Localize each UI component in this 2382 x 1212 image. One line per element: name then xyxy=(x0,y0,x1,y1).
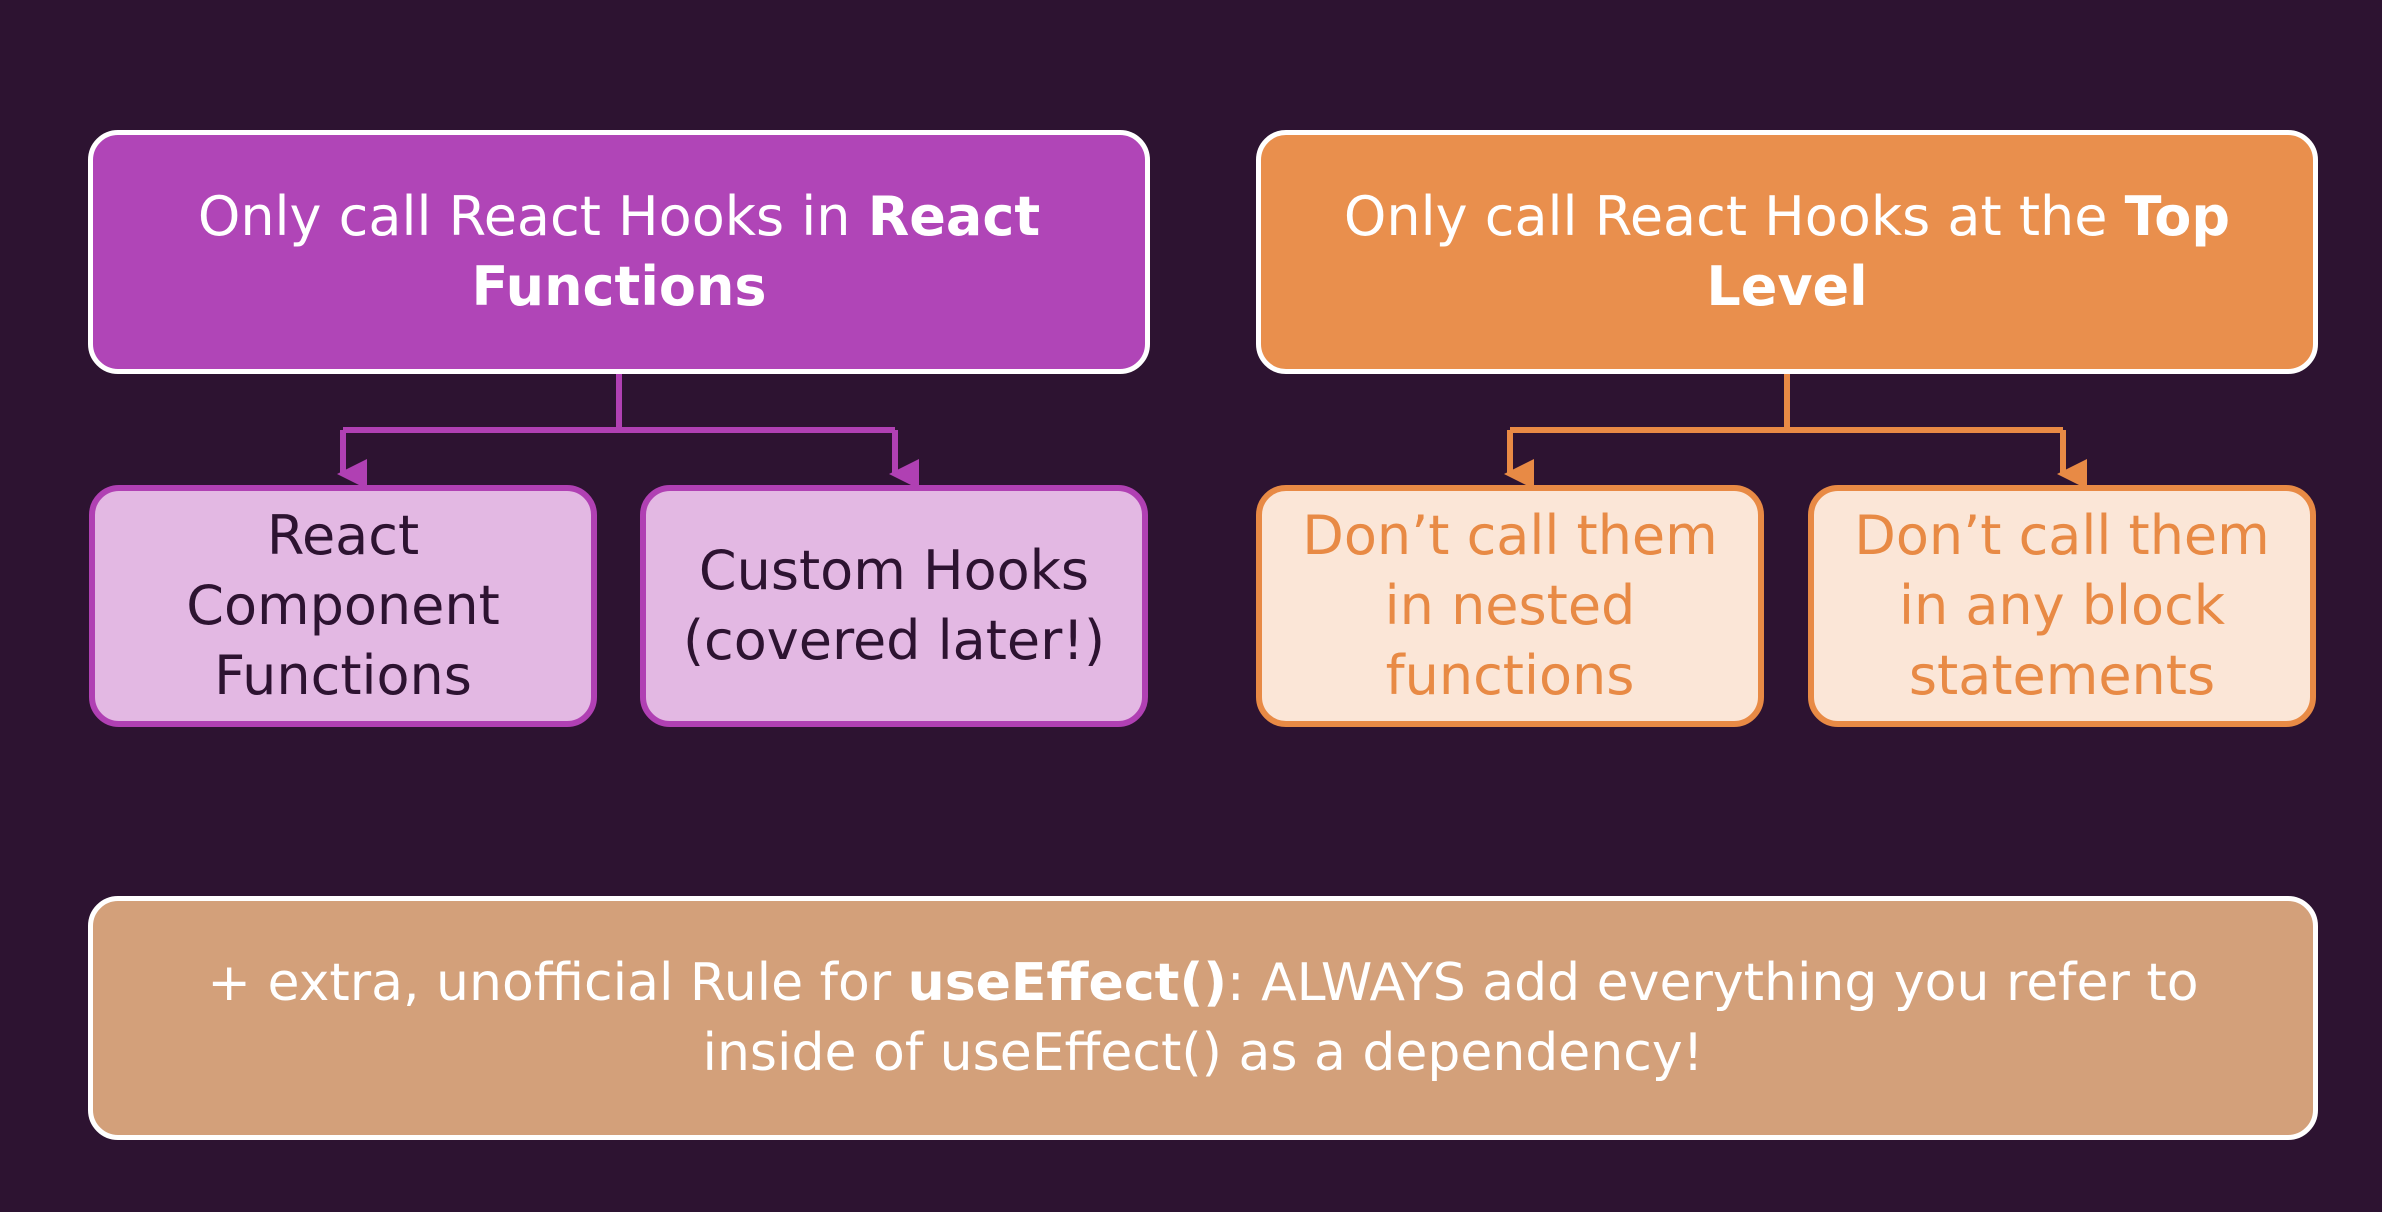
extra-rule-box: + extra, unofficial Rule for useEffect()… xyxy=(88,896,2318,1140)
block-statements-line-2: in any block xyxy=(1898,574,2226,637)
extra-rule-emphasis: useEffect() xyxy=(907,953,1228,1013)
block-statements-line-1: Don’t call them xyxy=(1854,504,2270,567)
purple-connector xyxy=(337,372,919,489)
react-component-functions-line-2: Component xyxy=(186,574,500,637)
custom-hooks-box: Custom Hooks (covered later!) xyxy=(640,485,1148,727)
custom-hooks-line-1: Custom Hooks xyxy=(698,539,1090,602)
orange-connector xyxy=(1504,372,2087,489)
custom-hooks-line-2: (covered later!) xyxy=(682,609,1106,672)
nested-functions-box: Don’t call them in nested functions xyxy=(1256,485,1764,727)
react-component-functions-line-3: Functions xyxy=(214,644,472,707)
block-statements-box: Don’t call them in any block statements xyxy=(1808,485,2316,727)
rule-top-level-text: Only call React Hooks at the Top Level xyxy=(1321,182,2253,322)
react-component-functions-line-1: React xyxy=(266,504,420,567)
block-statements-line-3: statements xyxy=(1908,644,2216,707)
rule-top-level-box: Only call React Hooks at the Top Level xyxy=(1256,130,2318,374)
extra-rule-text: + extra, unofficial Rule for useEffect()… xyxy=(183,948,2223,1088)
react-component-functions-box: React Component Functions xyxy=(89,485,597,727)
rule-react-functions-prefix: Only call React Hooks in xyxy=(197,185,868,248)
nested-functions-line-3: functions xyxy=(1385,644,1635,707)
rule-top-level-emphasis: Top Level xyxy=(1706,185,2231,318)
rule-top-level-prefix: Only call React Hooks at the xyxy=(1343,185,2125,248)
extra-rule-prefix: + extra, unofficial Rule for xyxy=(207,953,908,1013)
rule-react-functions-box: Only call React Hooks in React Functions xyxy=(88,130,1150,374)
rule-react-functions-text: Only call React Hooks in React Functions xyxy=(153,182,1085,322)
rule-react-functions-emphasis: React Functions xyxy=(471,185,1041,318)
nested-functions-line-1: Don’t call them xyxy=(1302,504,1718,567)
nested-functions-line-2: in nested xyxy=(1384,574,1636,637)
extra-rule-suffix: : ALWAYS add everything you refer to ins… xyxy=(702,953,2199,1083)
